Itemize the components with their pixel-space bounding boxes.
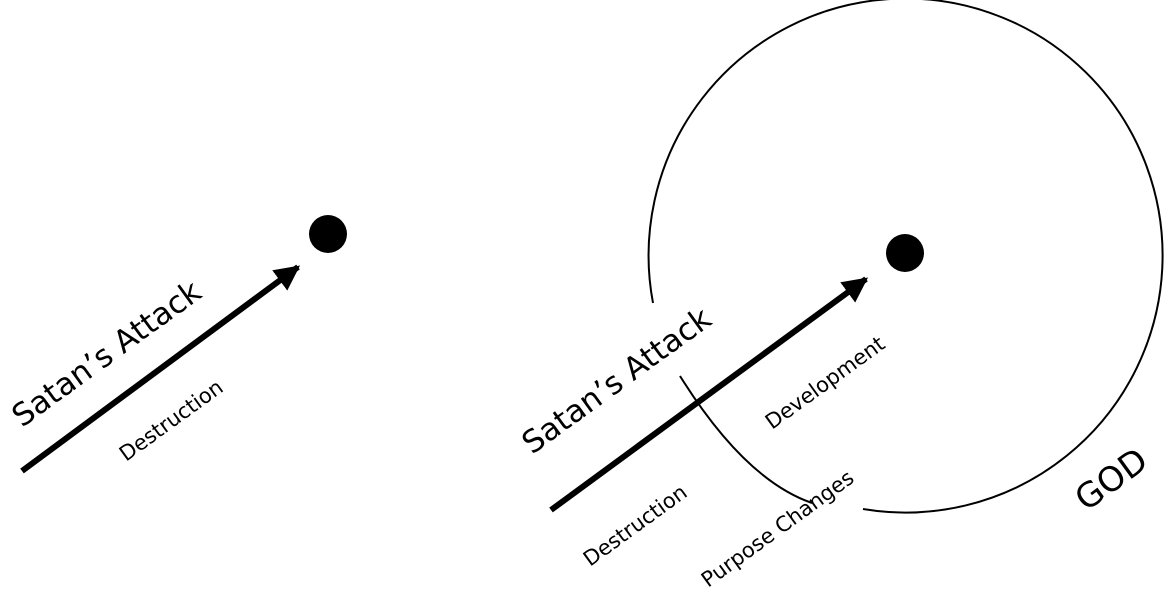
right-attack-arrow [549, 276, 869, 513]
left-diagram: Satan’s Attack Destruction [6, 215, 347, 474]
development-label: Development [761, 332, 889, 435]
purpose-arc [679, 375, 813, 504]
left-target-dot [309, 215, 347, 253]
purpose-changes-label: Purpose Changes [697, 465, 859, 592]
left-attack-arrow [20, 264, 301, 474]
god-label: GOD [1068, 440, 1156, 519]
right-destruction-label: Destruction [579, 480, 692, 571]
right-target-dot [886, 234, 924, 272]
god-circle [647, 0, 1164, 514]
right-attack-label: Satan’s Attack [516, 300, 719, 461]
right-diagram: Satan’s Attack Destruction Development P… [516, 0, 1164, 592]
